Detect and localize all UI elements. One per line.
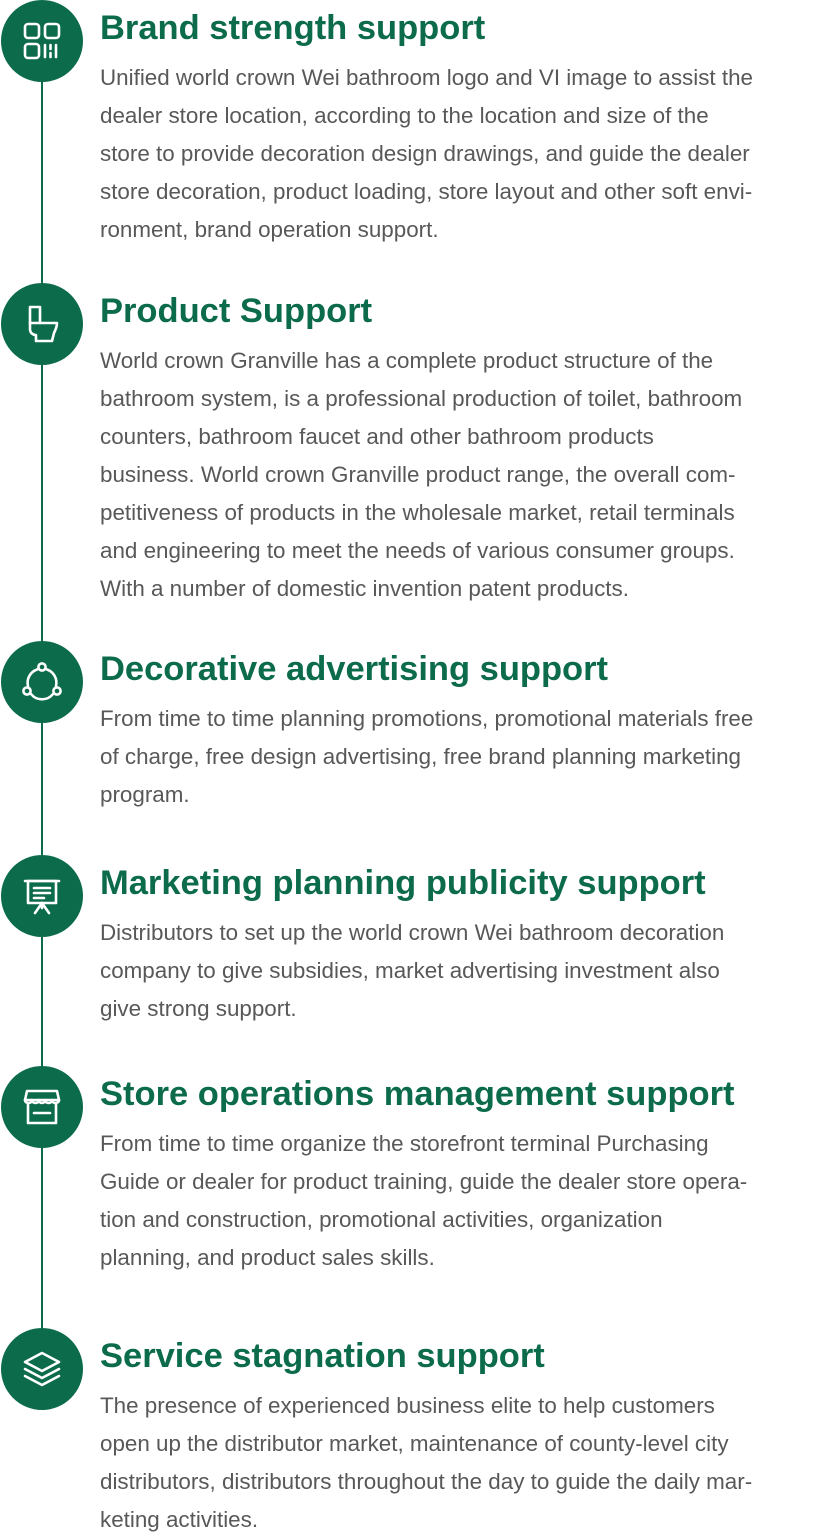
description-line: open up the distributor market, maintena… <box>100 1431 729 1456</box>
grid-icon <box>23 22 61 60</box>
description-line: From time to time organize the storefron… <box>100 1131 709 1156</box>
description-line: petitiveness of products in the wholesal… <box>100 500 735 525</box>
item-title: Brand strength support <box>100 9 486 47</box>
item-title: Store operations management support <box>100 1075 735 1113</box>
description-line: business. World crown Granville product … <box>100 462 736 487</box>
layers-icon <box>23 1351 61 1387</box>
description-line: give strong support. <box>100 996 297 1021</box>
item-icon-circle <box>1 1328 83 1410</box>
description-line: Unified world crown Wei bathroom logo an… <box>100 65 753 90</box>
item-description: Distributors to set up the world crown W… <box>100 914 829 1028</box>
description-line: program. <box>100 782 190 807</box>
description-line: With a number of domestic invention pate… <box>100 576 629 601</box>
description-line: distributors, distributors throughout th… <box>100 1469 753 1494</box>
item-description: From time to time planning promotions, p… <box>100 700 829 814</box>
item-description: Unified world crown Wei bathroom logo an… <box>100 59 829 249</box>
item-description: The presence of experienced business eli… <box>100 1387 829 1539</box>
item-title: Product Support <box>100 292 373 330</box>
item-description: From time to time organize the storefron… <box>100 1125 829 1277</box>
description-line: From time to time planning promotions, p… <box>100 706 754 731</box>
description-line: of charge, free design advertising, free… <box>100 744 742 769</box>
item-icon-circle <box>1 0 83 82</box>
description-line: Distributors to set up the world crown W… <box>100 920 725 945</box>
toilet-icon <box>28 305 59 343</box>
description-line: store to provide decoration design drawi… <box>100 141 750 166</box>
presentation-board-icon <box>23 879 61 915</box>
description-line: ronment, brand operation support. <box>100 217 439 242</box>
item-icon-circle <box>1 855 83 937</box>
description-line: The presence of experienced business eli… <box>100 1393 715 1418</box>
description-line: store decoration, product loading, store… <box>100 179 753 204</box>
description-line: counters, bathroom faucet and other bath… <box>100 424 654 449</box>
item-icon-circle <box>1 283 83 365</box>
description-line: keting activities. <box>100 1507 259 1532</box>
description-line: Guide or dealer for product training, gu… <box>100 1169 748 1194</box>
description-line: planning, and product sales skills. <box>100 1245 435 1270</box>
description-line: World crown Granville has a complete pro… <box>100 348 714 373</box>
description-line: company to give subsidies, market advert… <box>100 958 720 983</box>
item-icon-circle <box>1 1066 83 1148</box>
storefront-icon <box>23 1089 61 1125</box>
item-description: World crown Granville has a complete pro… <box>100 342 829 608</box>
description-line: bathroom system, is a professional produ… <box>100 386 743 411</box>
item-title: Marketing planning publicity support <box>100 864 706 902</box>
item-icon-circle <box>1 641 83 723</box>
item-title: Service stagnation support <box>100 1337 545 1375</box>
description-line: and engineering to meet the needs of var… <box>100 538 735 563</box>
item-title: Decorative advertising support <box>100 650 609 688</box>
description-line: tion and construction, promotional activ… <box>100 1207 663 1232</box>
description-line: dealer store location, according to the … <box>100 103 709 128</box>
share-cycle-icon <box>22 662 62 701</box>
